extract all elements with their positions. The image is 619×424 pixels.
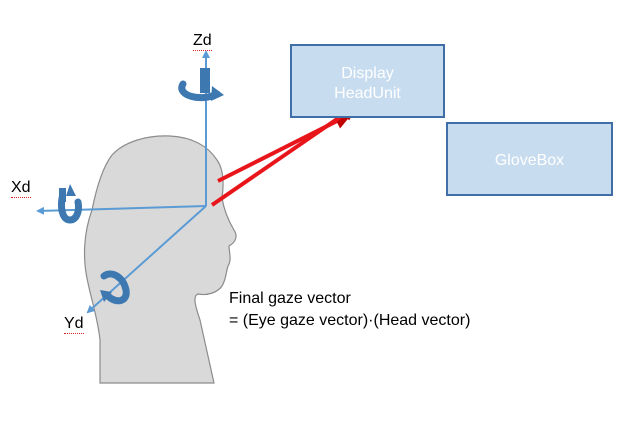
glovebox-box: GloveBox [446,122,613,196]
y-rotation-arrow-icon [100,270,130,305]
caption-line-2: = (Eye gaze vector)·(Head vector) [229,312,471,329]
headunit-label: HeadUnit [334,85,401,102]
gaze-arrow-lower [210,103,360,207]
x-axis-label: Xd [11,179,31,198]
x-axis [36,205,207,215]
head-silhouette [83,135,237,384]
z-rotation-arrow-icon [178,68,224,102]
gaze-formula-caption: Final gaze vector = (Eye gaze vector)·(H… [229,288,470,332]
y-axis-label: Yd [64,315,84,334]
x-rotation-arrow-icon [58,184,82,224]
display-headunit-box: Display HeadUnit [290,44,445,118]
glovebox-label: GloveBox [494,152,565,169]
display-label: Display [341,65,394,82]
caption-line-1: Final gaze vector [229,290,351,307]
z-axis-label: Zd [193,32,212,51]
